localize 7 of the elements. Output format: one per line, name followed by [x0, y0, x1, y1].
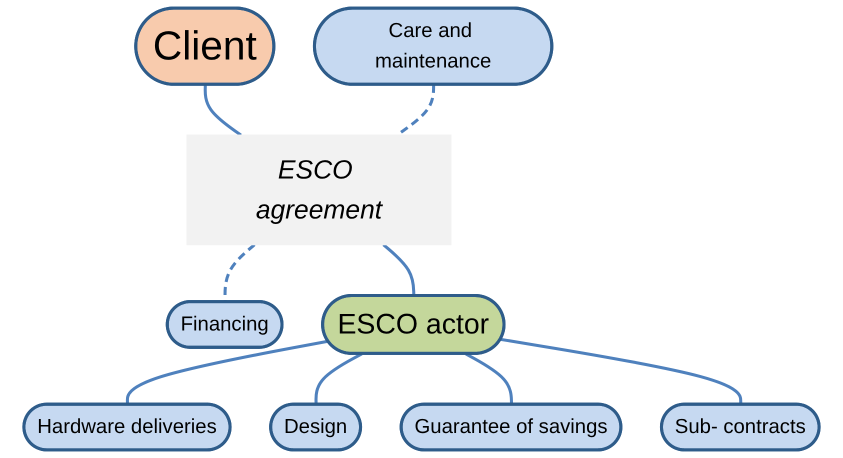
connector [126, 340, 328, 405]
connector [465, 352, 514, 405]
connector [382, 244, 416, 296]
connector [500, 338, 742, 405]
node-box: ESCO agreement [186, 134, 452, 246]
connector [314, 352, 362, 405]
connector [204, 84, 242, 136]
